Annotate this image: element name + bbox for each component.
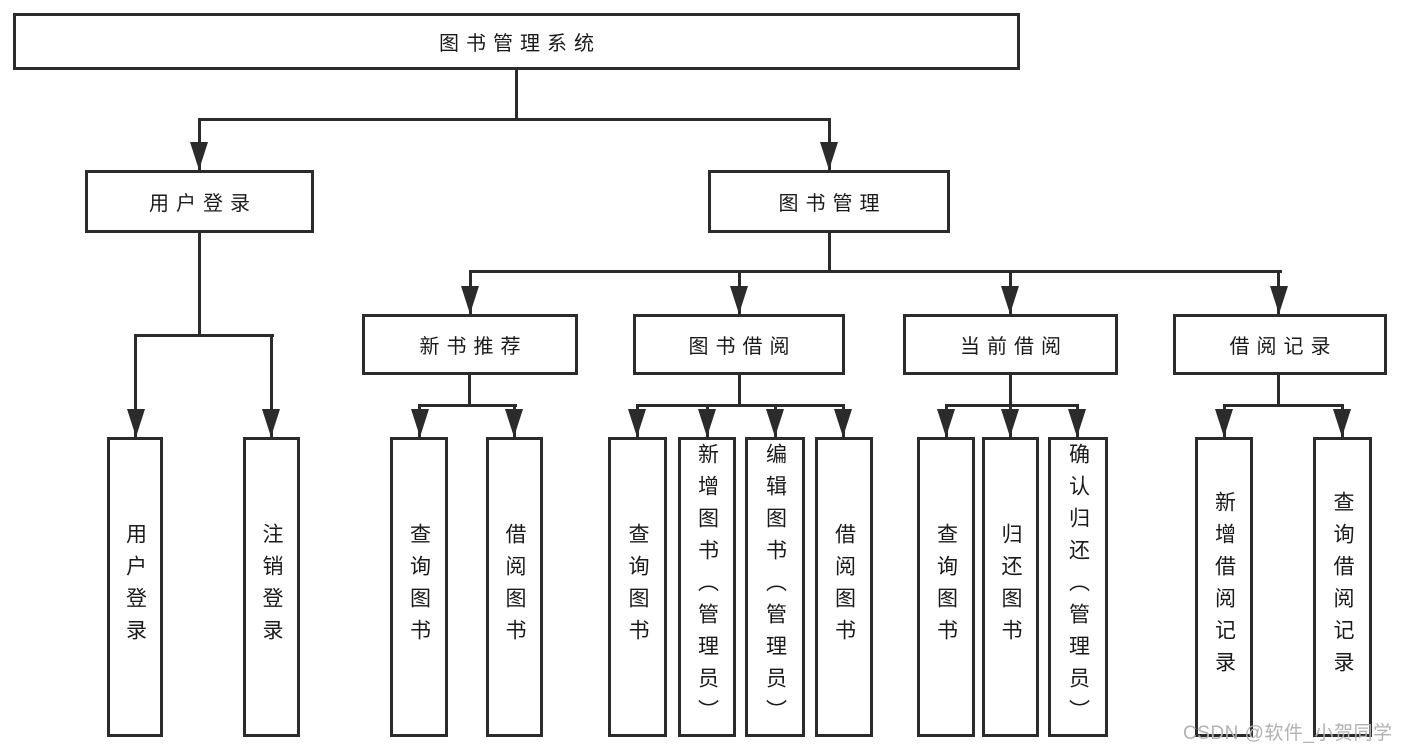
leaf-return-books: 归还图书 — [982, 437, 1039, 737]
arrowhead-icon — [1333, 409, 1351, 437]
csdn-watermark: CSDN @软件_小贺同学 — [1183, 723, 1393, 744]
node-label: 借阅记录 — [1229, 336, 1338, 358]
node-label: 图书借阅 — [688, 336, 797, 358]
leaf-add-borrow-record: 新增借阅记录 — [1195, 437, 1253, 737]
arrowhead-icon — [834, 409, 852, 437]
leaf-query-borrow-record: 查询借阅记录 — [1313, 437, 1372, 737]
node-label: 确认归还（管理员） — [1066, 443, 1090, 731]
node-label: 用户登录 — [123, 523, 147, 651]
leaf-borrow-books: 借阅图书 — [815, 437, 873, 737]
node-label: 查询图书 — [626, 523, 649, 651]
node-new-book-recommend: 新书推荐 — [362, 314, 578, 375]
arrowhead-icon — [190, 142, 208, 170]
node-label: 新增借阅记录 — [1212, 491, 1236, 683]
node-label: 注销登录 — [260, 523, 283, 651]
node-library-management-system: 图书管理系统 — [13, 13, 1020, 70]
connector-line — [828, 233, 831, 273]
node-label: 借阅图书 — [832, 523, 856, 651]
arrowhead-icon — [937, 409, 955, 437]
arrowhead-icon — [730, 286, 748, 314]
node-label: 查询图书 — [407, 523, 431, 651]
leaf-confirm-return-admin: 确认归还（管理员） — [1048, 437, 1108, 737]
node-label: 新书推荐 — [419, 336, 528, 358]
arrowhead-icon — [1215, 409, 1233, 437]
arrowhead-icon — [262, 409, 280, 437]
node-label: 借阅图书 — [503, 523, 526, 651]
connector-line — [515, 70, 518, 120]
connector-line — [1223, 404, 1344, 407]
arrowhead-icon — [628, 409, 646, 437]
arrowhead-icon — [698, 409, 716, 437]
connector-line — [469, 270, 1282, 273]
connector-line — [134, 334, 274, 337]
node-label: 查询图书 — [934, 523, 958, 651]
connector-line — [1277, 375, 1280, 407]
leaf-borrow-books-recommend: 借阅图书 — [486, 437, 543, 737]
connector-line — [198, 118, 831, 121]
node-label: 当前借阅 — [960, 336, 1068, 358]
arrowhead-icon — [505, 409, 523, 437]
connector-line — [1009, 375, 1012, 407]
node-book-management: 图书管理 — [708, 170, 950, 233]
connector-line — [636, 404, 845, 407]
node-borrowing-records: 借阅记录 — [1173, 314, 1387, 375]
connector-line — [134, 334, 137, 437]
arrowhead-icon — [1001, 409, 1019, 437]
arrowhead-icon — [820, 142, 838, 170]
connector-line — [468, 375, 471, 407]
node-label: 新增图书（管理员） — [695, 443, 719, 731]
leaf-query-books-current: 查询图书 — [917, 437, 975, 737]
node-label: 用户登录 — [149, 193, 257, 215]
connector-line — [945, 404, 1079, 407]
leaf-edit-books-admin: 编辑图书（管理员） — [745, 437, 805, 737]
arrowhead-icon — [1068, 409, 1086, 437]
leaf-add-books-admin: 新增图书（管理员） — [678, 437, 736, 737]
leaf-user-login: 用户登录 — [107, 437, 163, 737]
node-label: 图书管理 — [778, 193, 887, 215]
node-user-login: 用户登录 — [85, 170, 314, 233]
arrowhead-icon — [1001, 286, 1019, 314]
leaf-query-books-borrow: 查询图书 — [608, 437, 667, 737]
arrowhead-icon — [461, 286, 479, 314]
node-book-borrowing: 图书借阅 — [633, 314, 845, 375]
connector-line — [738, 375, 741, 407]
arrowhead-icon — [411, 409, 429, 437]
node-current-borrowing: 当前借阅 — [903, 314, 1118, 375]
node-label: 图书管理系统 — [439, 33, 601, 55]
connector-line — [270, 334, 273, 437]
node-label: 归还图书 — [999, 523, 1022, 651]
node-label: 编辑图书（管理员） — [763, 443, 787, 731]
arrowhead-icon — [127, 409, 145, 437]
connector-line — [198, 233, 201, 337]
arrowhead-icon — [766, 409, 784, 437]
leaf-query-books-recommend: 查询图书 — [390, 437, 448, 737]
leaf-logout: 注销登录 — [243, 437, 300, 737]
connector-line — [418, 404, 517, 407]
node-label: 查询借阅记录 — [1331, 491, 1354, 683]
arrowhead-icon — [1270, 286, 1288, 314]
